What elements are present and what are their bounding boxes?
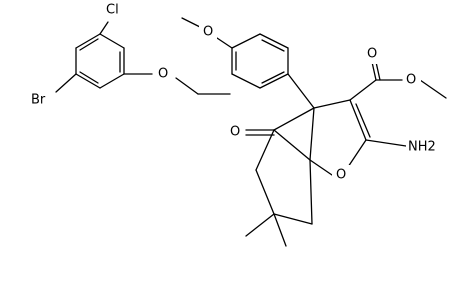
ester-carbonyl-oxygen-label: O — [367, 47, 377, 62]
bromine-atom-label: Br — [31, 93, 46, 108]
ketone-oxygen-label: O — [230, 125, 240, 140]
chlorine-atom-label: Cl — [106, 3, 119, 18]
amino-group-label: NH2 — [408, 140, 436, 155]
bond-lines — [55, 17, 447, 247]
ring-oxygen-label: O — [336, 168, 346, 183]
ether-oxygen-label: O — [158, 67, 168, 82]
ester-oxygen-label: O — [406, 73, 416, 88]
methoxy-oxygen-label: O — [203, 25, 213, 40]
